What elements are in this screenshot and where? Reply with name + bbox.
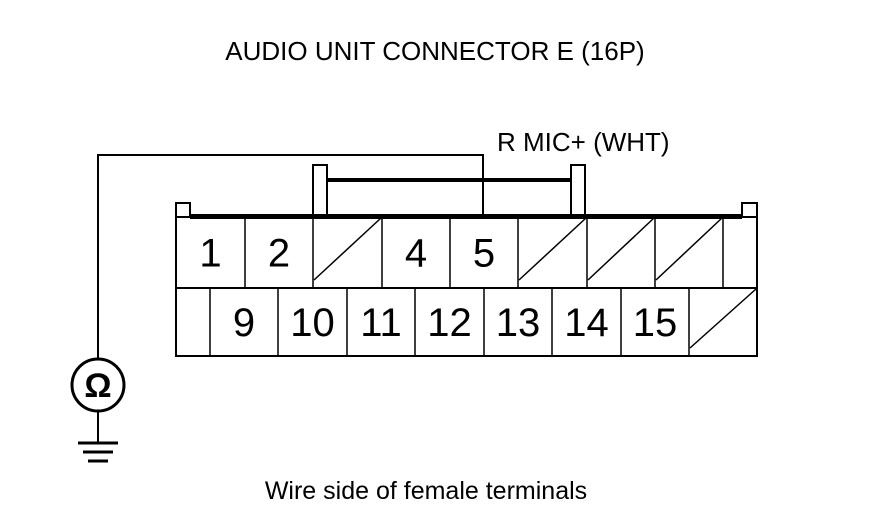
pin-label: 1 xyxy=(199,232,221,276)
diagram-caption: Wire side of female terminals xyxy=(265,477,587,505)
unused-cavity-slash xyxy=(655,217,723,281)
pin-label: 13 xyxy=(496,301,541,345)
pin-label: 4 xyxy=(405,232,427,276)
wire-label: R MIC+ (WHT) xyxy=(497,127,670,157)
connector-left-ear xyxy=(175,202,191,288)
connector-right-ear xyxy=(741,202,758,288)
test-lead-wire xyxy=(97,154,484,360)
pin-label: 12 xyxy=(427,301,472,345)
pin-label: 14 xyxy=(564,301,609,345)
unused-cavity-slash xyxy=(518,217,587,281)
connector-lock-tab xyxy=(312,164,328,217)
ohmmeter: Ω xyxy=(70,357,126,413)
pin-label: 9 xyxy=(233,301,255,345)
connector-body xyxy=(175,216,758,357)
pin-label: 2 xyxy=(268,232,290,276)
connector-top-row: 1 2 4 5 xyxy=(199,217,724,288)
connector-lock-bar xyxy=(327,178,571,182)
unused-cavity-slash xyxy=(689,288,757,349)
diagram-title: AUDIO UNIT CONNECTOR E (16P) xyxy=(225,36,644,66)
ground-icon xyxy=(78,411,118,463)
unused-cavity-slash xyxy=(313,217,382,281)
pin-label: 15 xyxy=(633,301,678,345)
ohmmeter-icon: Ω xyxy=(84,367,111,405)
pin-label: 5 xyxy=(473,232,495,276)
connector-bottom-row: 9 10 11 12 13 14 15 xyxy=(209,288,757,356)
pin-label: 11 xyxy=(360,301,402,345)
connector-housing xyxy=(175,164,758,357)
pin-label: 10 xyxy=(290,301,335,345)
connector-lock-tab-right xyxy=(570,164,586,217)
unused-cavity-slash xyxy=(587,217,655,281)
